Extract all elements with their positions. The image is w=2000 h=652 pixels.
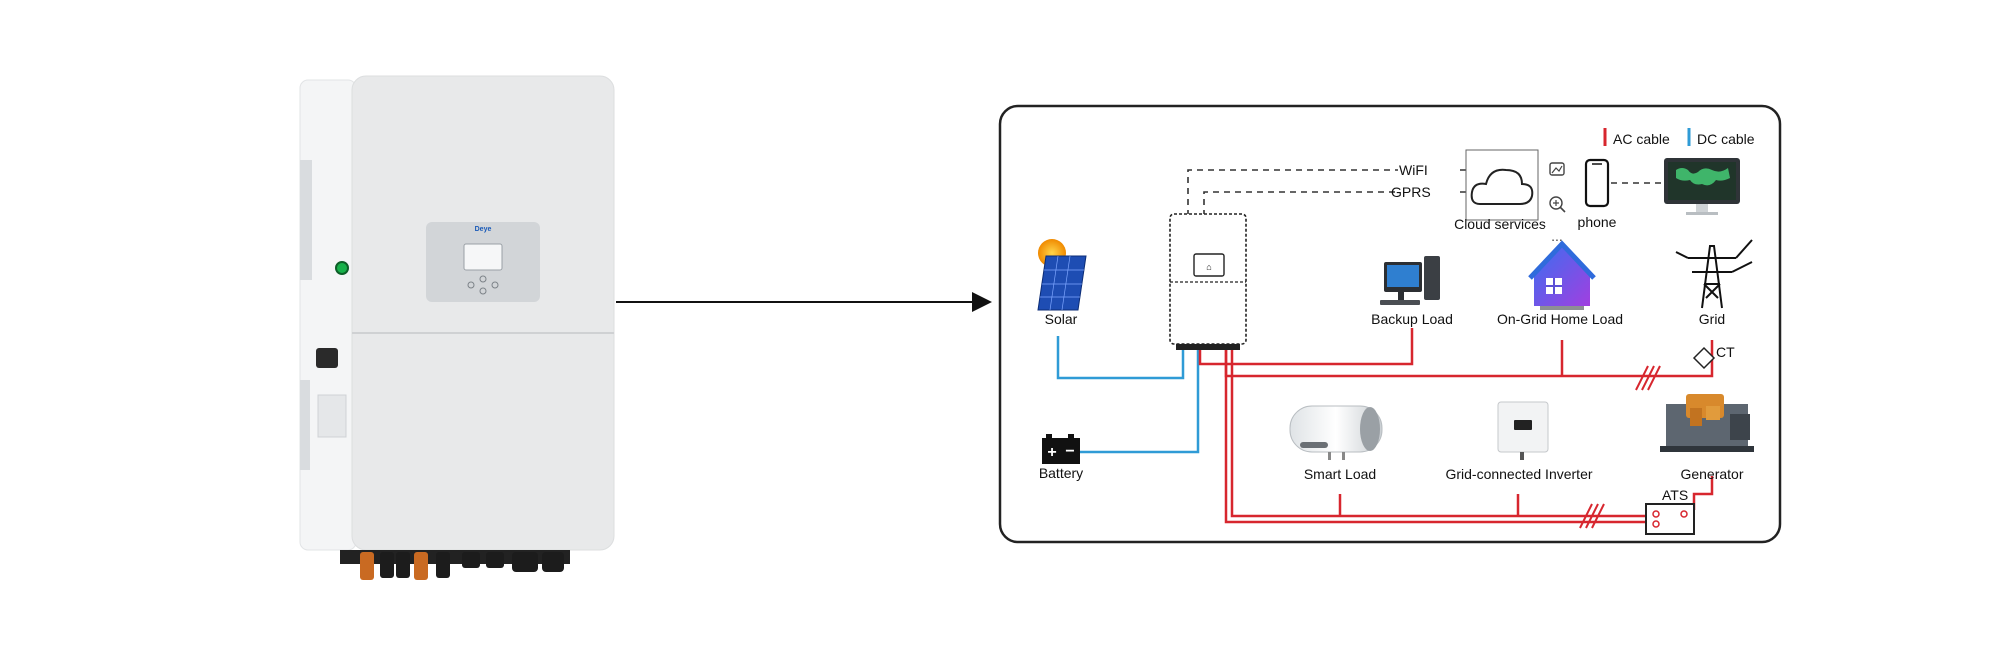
- generator-node: [1660, 394, 1754, 452]
- brand-logo: Deye: [475, 226, 492, 233]
- system-diagram: AC cable DC cable WiFI GPRS Cloud servic…: [998, 104, 1782, 544]
- grid-inverter-label: Grid-connected Inverter: [1445, 466, 1592, 482]
- battery-label: Battery: [1039, 465, 1083, 481]
- ct-clamp-icon: [1692, 346, 1716, 370]
- smart-load-node: [1289, 405, 1383, 460]
- cloud-services-label: Cloud services: [1454, 216, 1546, 232]
- image-tools-overlay: ...: [1544, 158, 1570, 248]
- ats-box: [1645, 503, 1695, 535]
- image-search-icon[interactable]: [1544, 158, 1570, 182]
- more-icon-label: ...: [1551, 228, 1563, 244]
- grid-connected-inverter-node: [1497, 401, 1549, 460]
- backup-load-label: Backup Load: [1371, 311, 1453, 327]
- inverter-icon: [1169, 213, 1247, 345]
- svg-text:−: −: [1065, 443, 1074, 460]
- cloud-icon: [1470, 168, 1534, 205]
- phone-node: [1584, 158, 1610, 208]
- ct-clamp: [1692, 346, 1716, 370]
- dc-legend-label: DC cable: [1697, 131, 1755, 147]
- water-heater-icon: [1289, 405, 1383, 453]
- monitor-node: [1664, 158, 1740, 215]
- smart-load-label: Smart Load: [1304, 466, 1376, 482]
- solar-label: Solar: [1045, 311, 1078, 327]
- backup-load-node: [1380, 256, 1440, 305]
- phone-icon: [1584, 158, 1610, 208]
- more-icon[interactable]: ...: [1544, 226, 1570, 248]
- inverter-product-image: Deye: [299, 75, 615, 580]
- power-led-icon: [335, 261, 349, 275]
- on-grid-home-load-label: On-Grid Home Load: [1497, 311, 1623, 327]
- ct-label: CT: [1716, 344, 1735, 360]
- wifi-label: WiFI: [1399, 162, 1428, 178]
- svg-text:+: +: [1047, 444, 1056, 461]
- cable-break-marks: [1579, 365, 1661, 529]
- ats-label: ATS: [1662, 487, 1688, 503]
- svg-text:⌂: ⌂: [1206, 262, 1211, 272]
- dc-cables: [1056, 336, 1200, 454]
- zoom-in-icon[interactable]: [1544, 192, 1570, 216]
- on-grid-home-node: [1528, 240, 1596, 310]
- ats-switch: [1645, 503, 1695, 535]
- phone-label: phone: [1578, 214, 1617, 230]
- legend: AC cable DC cable: [1603, 128, 1755, 147]
- grid-label: Grid: [1699, 311, 1725, 327]
- solar-panel-icon: [1037, 255, 1087, 311]
- battery-node: + −: [1042, 434, 1080, 464]
- gprs-label: GPRS: [1391, 184, 1431, 200]
- generator-label: Generator: [1680, 466, 1743, 482]
- solar-node: [1037, 239, 1087, 311]
- hybrid-inverter-node: ⌂: [1169, 213, 1247, 350]
- cloud-services: [1465, 149, 1539, 221]
- ac-legend-label: AC cable: [1613, 131, 1670, 147]
- grid-node: [1675, 239, 1753, 309]
- battery-icon: [1042, 438, 1080, 464]
- power-pylon-icon: [1675, 239, 1753, 309]
